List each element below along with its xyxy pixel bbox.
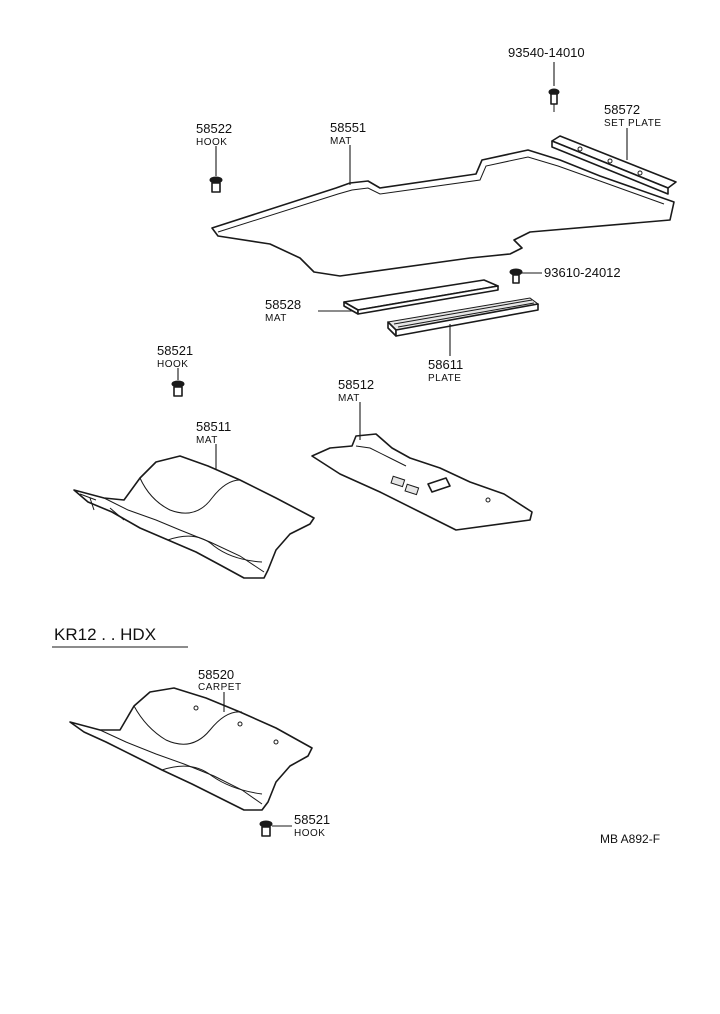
- mat-58528: [343, 279, 499, 315]
- part-number-58611: 58611: [428, 357, 463, 372]
- part-name-58520: CARPET: [198, 682, 242, 693]
- part-number-93540: 93540-14010: [508, 45, 585, 60]
- part-number-58520: 58520: [198, 667, 234, 682]
- part-name-58572: SET PLATE: [604, 118, 661, 129]
- part-number-58511: 58511: [196, 419, 231, 434]
- part-number-58528: 58528: [265, 297, 301, 312]
- part-number-58551: 58551: [330, 120, 366, 135]
- screw-93610: [509, 268, 523, 284]
- set-plate-58572: [551, 135, 677, 195]
- part-number-58521-upper: 58521: [157, 343, 193, 358]
- hook-58522: [209, 176, 223, 193]
- drawing-code: MB A892-F: [600, 832, 660, 846]
- mat-58511: [73, 455, 315, 579]
- part-name-58521-lower: HOOK: [294, 828, 325, 839]
- part-name-58521-upper: HOOK: [157, 359, 188, 370]
- plate-58611: [386, 297, 540, 337]
- part-number-93610: 93610-24012: [544, 265, 621, 280]
- part-name-58511: MAT: [196, 435, 218, 446]
- mat-58512: [311, 433, 533, 531]
- screw-93540: [548, 88, 560, 112]
- part-name-58528: MAT: [265, 313, 287, 324]
- hook-58521-lower: [259, 820, 273, 837]
- variant-heading: KR12 . . HDX: [54, 625, 156, 644]
- mat-58551: [211, 149, 675, 277]
- part-name-58611: PLATE: [428, 373, 461, 384]
- hook-58521-upper: [171, 380, 185, 397]
- carpet-58520: [69, 687, 313, 811]
- part-number-58522: 58522: [196, 121, 232, 136]
- part-name-58512: MAT: [338, 393, 360, 404]
- part-number-58521-lower: 58521: [294, 812, 330, 827]
- part-number-58572: 58572: [604, 102, 640, 117]
- part-number-58512: 58512: [338, 377, 374, 392]
- part-name-58551: MAT: [330, 136, 352, 147]
- part-name-58522: HOOK: [196, 137, 227, 148]
